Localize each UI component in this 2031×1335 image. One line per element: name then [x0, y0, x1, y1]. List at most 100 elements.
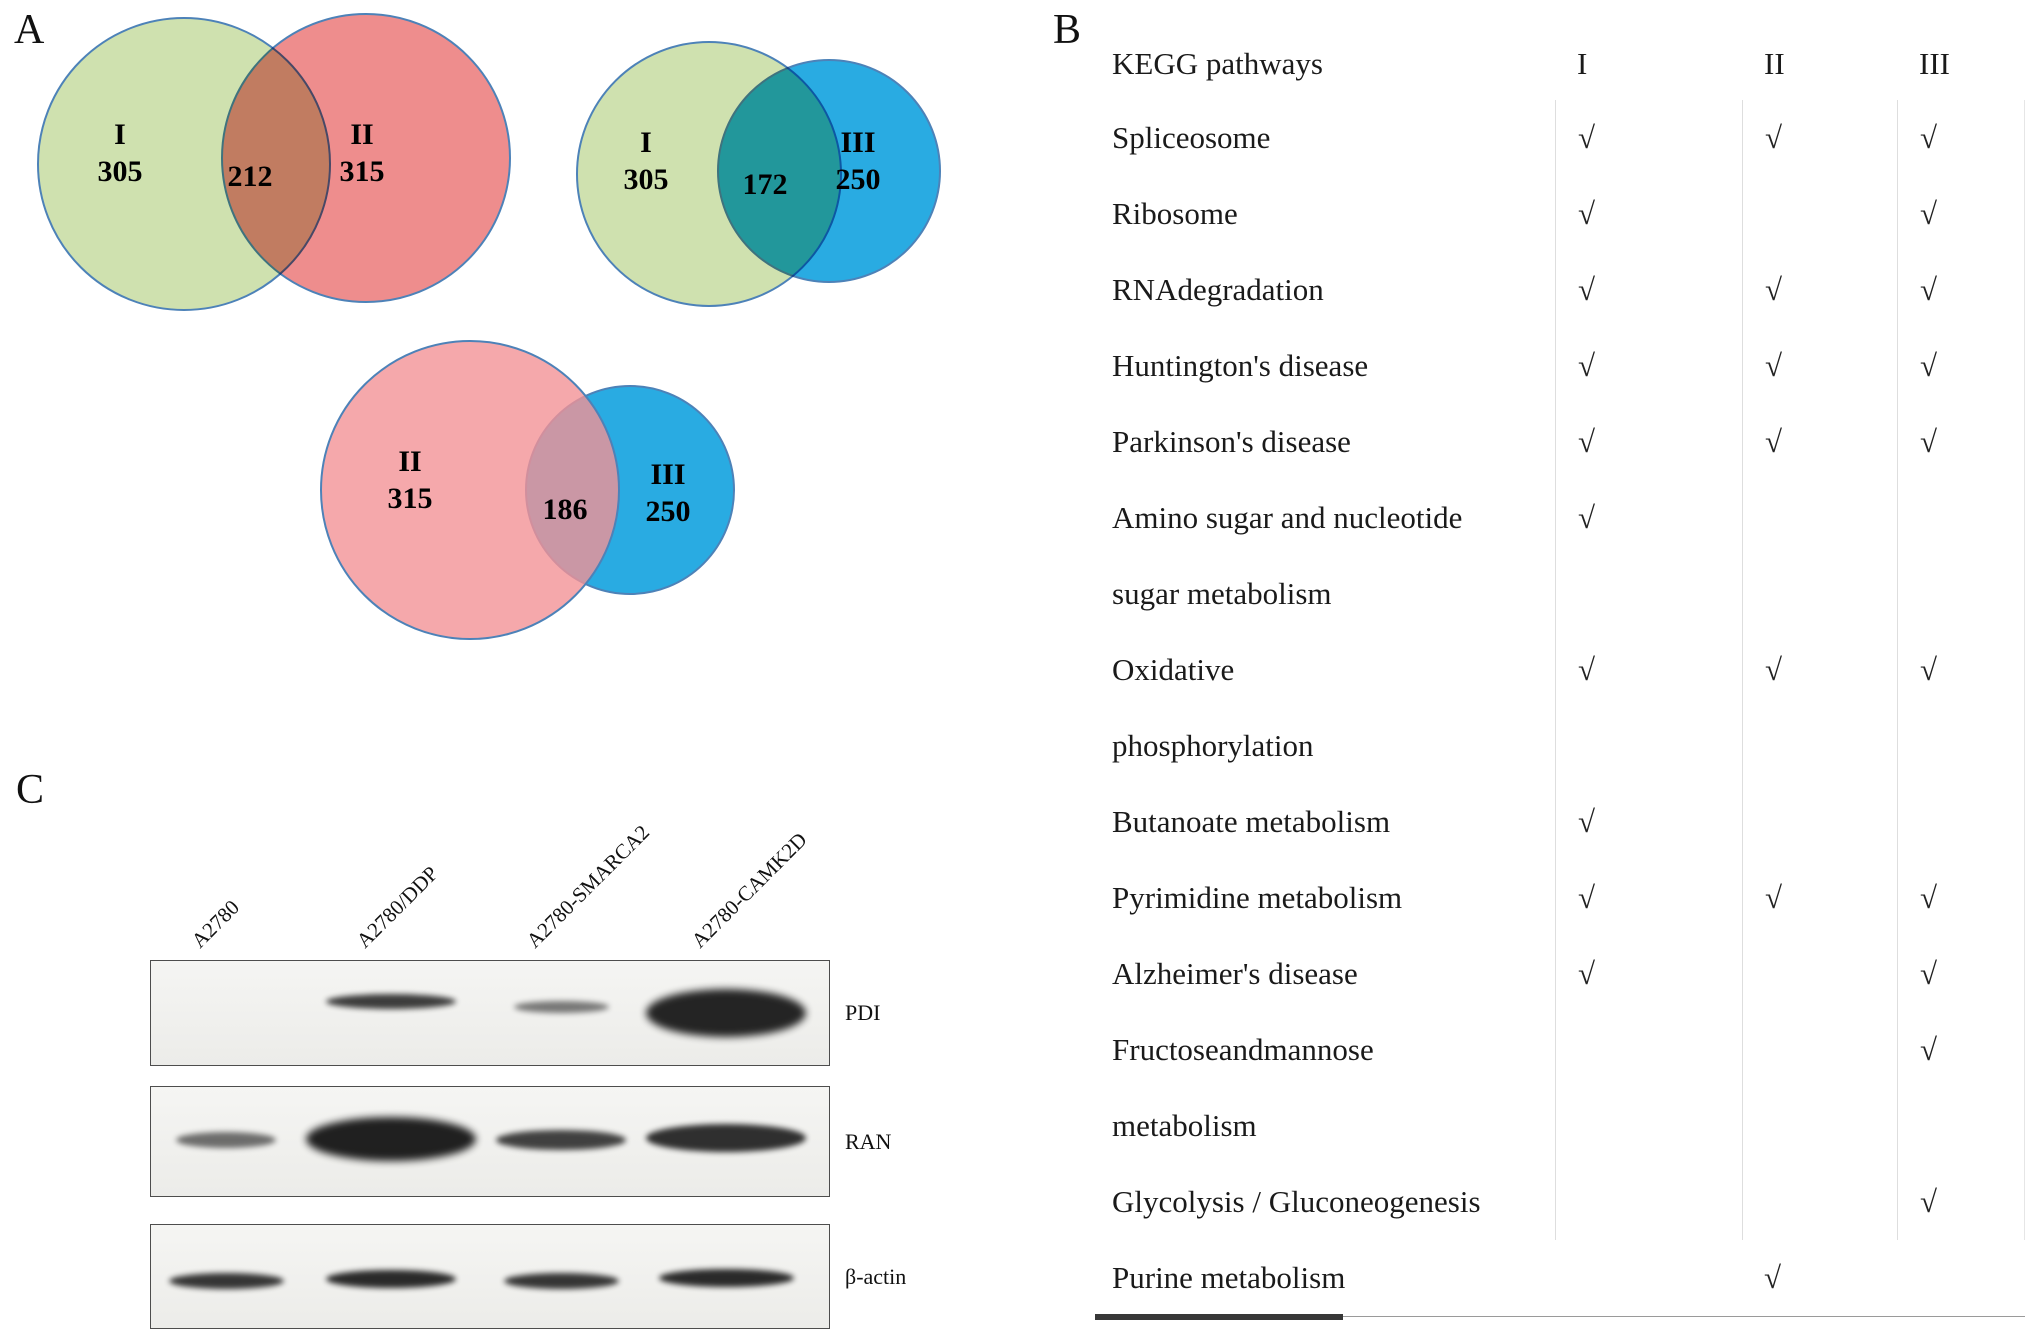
- panel-c-label: C: [16, 767, 45, 813]
- kegg-check-empty: [1897, 1240, 2025, 1316]
- wb-blot-box: PDI: [150, 960, 880, 1066]
- kegg-check-mark: √: [1897, 100, 2025, 176]
- kegg-pathway-name: phosphorylation: [1112, 728, 1314, 763]
- kegg-check-mark: √: [1897, 252, 2025, 328]
- kegg-row: phosphorylation: [1095, 708, 2025, 784]
- kegg-check-empty: [1742, 480, 1897, 556]
- venn-overlap-count: 212: [227, 160, 273, 193]
- wb-band: [658, 1269, 794, 1287]
- kegg-check-mark: √: [1897, 936, 2025, 1012]
- kegg-check-empty: [1897, 784, 2025, 860]
- kegg-check-empty: [1555, 556, 1742, 632]
- kegg-check-mark: √: [1897, 328, 2025, 404]
- kegg-pathway-name: sugar metabolism: [1112, 576, 1332, 611]
- kegg-row: sugar metabolism: [1095, 556, 2025, 632]
- kegg-check-empty: [1555, 1012, 1742, 1088]
- venn-set-count: 250: [645, 495, 691, 528]
- kegg-pathway-name: Spliceosome: [1112, 120, 1271, 155]
- kegg-check-empty: [1742, 708, 1897, 784]
- kegg-row: Fructoseandmannose√: [1095, 1012, 2025, 1088]
- kegg-row: Spliceosome√√√: [1095, 100, 2025, 176]
- kegg-rows-container: Spliceosome√√√Ribosome√√RNAdegradation√√…: [1095, 100, 2025, 1316]
- kegg-check-empty: [1742, 936, 1897, 1012]
- kegg-row: Alzheimer's disease√√: [1095, 936, 2025, 1012]
- wb-blot-box: β-actin: [150, 1224, 906, 1329]
- venn-left-label: I 305: [591, 124, 701, 198]
- wb-band: [503, 1273, 619, 1289]
- wb-blot-label: PDI: [845, 1000, 881, 1025]
- venn-set-count: 315: [387, 482, 433, 515]
- wb-blots-container: PDI RAN β-actin: [150, 820, 1050, 1335]
- kegg-row: RNAdegradation√√√: [1095, 252, 2025, 328]
- kegg-check-mark: √: [1742, 100, 1897, 176]
- kegg-header-col-i: I: [1577, 46, 1588, 81]
- kegg-pathway-name: Huntington's disease: [1112, 348, 1369, 383]
- wb-band: [306, 1117, 476, 1161]
- kegg-row: Pyrimidine metabolism√√√: [1095, 860, 2025, 936]
- venn-set-count: 305: [623, 163, 669, 196]
- venn-circle-iii: [717, 59, 941, 283]
- kegg-row: Purine metabolism√: [1095, 1240, 2025, 1316]
- kegg-check-mark: √: [1555, 784, 1742, 860]
- wb-blot-box: RAN: [150, 1086, 891, 1197]
- venn-right-label: III 250: [803, 124, 913, 198]
- kegg-pathway-name: Glycolysis / Gluconeogenesis: [1112, 1184, 1481, 1219]
- kegg-check-mark: √: [1897, 860, 2025, 936]
- kegg-check-empty: [1555, 708, 1742, 784]
- wb-band: [646, 1124, 806, 1152]
- kegg-check-mark: √: [1897, 404, 2025, 480]
- venn-right-label: III 250: [613, 456, 723, 530]
- kegg-table-bottom-rule: [1095, 1314, 2025, 1320]
- kegg-check-empty: [1555, 1240, 1742, 1316]
- kegg-header-row: KEGG pathways I II III: [1095, 28, 2025, 100]
- venn-left-label: II 315: [355, 443, 465, 517]
- kegg-check-mark: √: [1897, 176, 2025, 252]
- kegg-check-mark: √: [1764, 1260, 1782, 1295]
- panel-b-label: B: [1053, 7, 1082, 53]
- wb-band: [176, 1132, 276, 1148]
- venn-set-count: 305: [97, 155, 143, 188]
- kegg-check-empty: [1742, 1088, 1897, 1164]
- kegg-check-mark: √: [1555, 100, 1742, 176]
- kegg-row: Ribosome √ √: [1095, 176, 2025, 252]
- kegg-pathway-name: Amino sugar and nucleotide: [1112, 500, 1463, 535]
- kegg-check-empty: [1555, 1164, 1742, 1240]
- wb-band: [513, 1001, 609, 1013]
- kegg-check-mark: √: [1555, 480, 1742, 556]
- kegg-row: Parkinson's disease√√√: [1095, 404, 2025, 480]
- kegg-check-mark: √: [1555, 328, 1742, 404]
- kegg-pathway-name: Ribosome: [1112, 196, 1238, 231]
- kegg-check-mark: √: [1897, 632, 2025, 708]
- venn-set-name: II: [398, 445, 422, 478]
- wb-band: [496, 1130, 626, 1150]
- venn-overlap-count: 186: [542, 493, 588, 526]
- venn-diagram-i-iii: I 305 172 III 250: [575, 40, 955, 310]
- wb-band: [326, 993, 456, 1009]
- kegg-check-mark: √: [1742, 860, 1897, 936]
- kegg-row: metabolism: [1095, 1088, 2025, 1164]
- kegg-check-mark: √: [1555, 936, 1742, 1012]
- kegg-check-mark: √: [1555, 404, 1742, 480]
- venn-circle-ii: [221, 13, 511, 303]
- kegg-check-empty: [1742, 1012, 1897, 1088]
- kegg-check-mark: √: [1742, 328, 1897, 404]
- kegg-pathway-name: Oxidative: [1112, 652, 1235, 687]
- venn-set-count: 315: [339, 155, 385, 188]
- venn-diagram-i-ii: I 305 212 II 315: [37, 10, 512, 311]
- kegg-header-col-ii: II: [1764, 46, 1785, 81]
- kegg-pathway-name: Parkinson's disease: [1112, 424, 1351, 459]
- kegg-check-empty: [1742, 556, 1897, 632]
- kegg-check-empty: [1742, 1164, 1897, 1240]
- venn-set-name: III: [840, 126, 876, 159]
- wb-band: [646, 989, 806, 1037]
- kegg-row: Amino sugar and nucleotide √: [1095, 480, 2025, 556]
- kegg-header-title: KEGG pathways: [1112, 46, 1323, 81]
- kegg-check-mark: √: [1555, 176, 1742, 252]
- kegg-check-empty: [1555, 1088, 1742, 1164]
- kegg-pathway-name: Fructoseandmannose: [1112, 1032, 1374, 1067]
- kegg-check-mark: √: [1555, 632, 1742, 708]
- venn-set-name: I: [114, 118, 126, 151]
- venn-set-name: II: [350, 118, 374, 151]
- kegg-row: Glycolysis / Gluconeogenesis√: [1095, 1164, 2025, 1240]
